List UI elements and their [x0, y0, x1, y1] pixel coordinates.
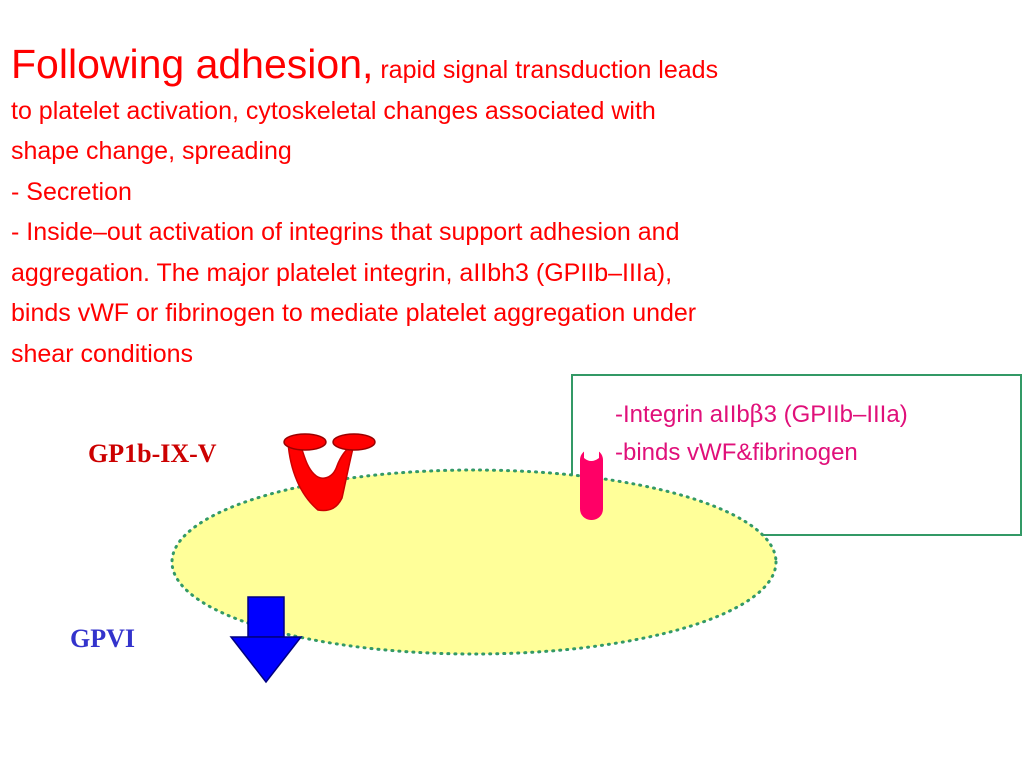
text-line-2: to platelet activation, cytoskeletal cha… — [11, 96, 656, 125]
beta-symbol: β — [749, 400, 764, 428]
integrin-receptor-body — [580, 449, 603, 520]
gp1b-receptor-head-right — [332, 433, 376, 451]
gpvi-arrow-head — [229, 636, 303, 684]
heading-continuation: rapid signal transduction leads — [380, 56, 719, 84]
gpvi-arrow — [229, 596, 303, 684]
integrin-box — [571, 374, 1022, 536]
integrin-box-text: -Integrin aIIbβ3 (GPIIb–IIIa) -binds vWF… — [615, 395, 908, 472]
text-line-5: - Inside–out activation of integrins tha… — [11, 218, 680, 246]
gpvi-arrow-shaft — [247, 596, 285, 638]
platelet-membrane — [170, 468, 778, 656]
text-line-4: - Secretion — [11, 177, 132, 206]
gp1b-receptor-head-left — [283, 433, 327, 451]
main-text: Following adhesion, rapid signal transdu… — [11, 44, 1011, 374]
text-line-6: aggregation. The major platelet integrin… — [11, 258, 673, 287]
integrin-line-1: -Integrin aIIbβ3 (GPIIb–IIIa) — [615, 400, 908, 428]
gp1b-label: GP1b-IX-V — [88, 439, 217, 468]
integrin-receptor-notch — [584, 449, 599, 461]
integrin-receptor — [580, 449, 603, 520]
text-line-1: Following adhesion, rapid signal transdu… — [11, 44, 1011, 91]
integrin-line-2: -binds vWF&fibrinogen — [615, 439, 858, 466]
gp1b-receptor — [283, 433, 376, 512]
text-line-7: binds vWF or fibrinogen to mediate plate… — [11, 299, 697, 327]
text-line-3: shape change, spreading — [11, 137, 292, 165]
text-line-8: shear conditions — [11, 339, 194, 368]
heading: Following adhesion, — [11, 41, 374, 87]
gpvi-label: GPVI — [70, 624, 135, 653]
